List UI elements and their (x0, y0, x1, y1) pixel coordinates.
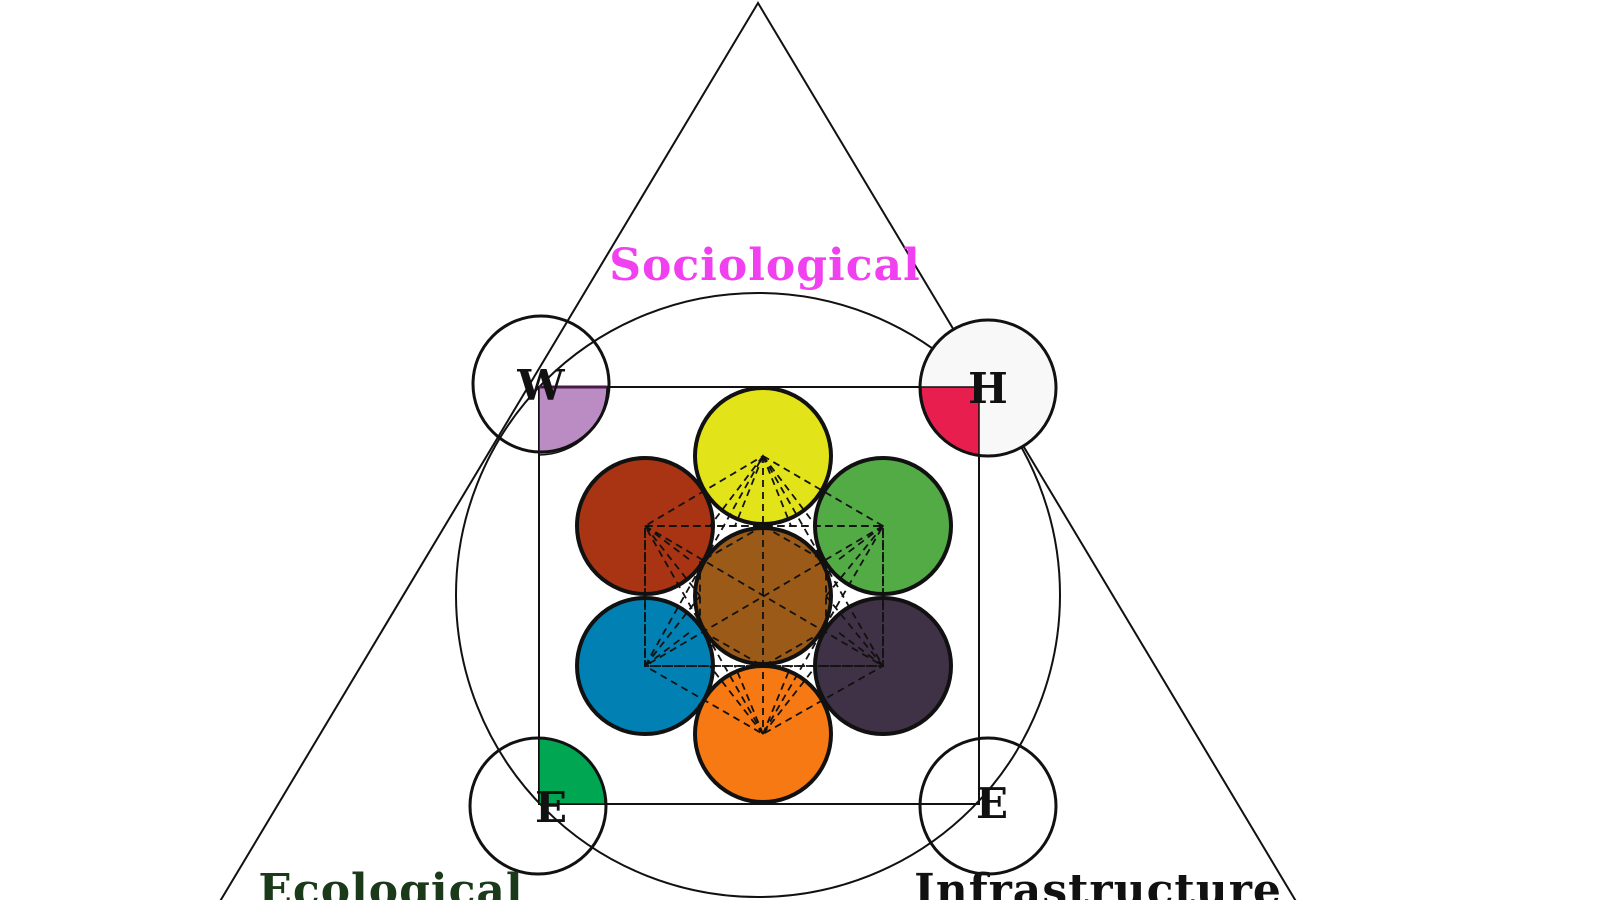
sociological-label: Sociological (609, 240, 921, 291)
dashed-geometry (643, 454, 885, 736)
bottom-right-corner-circle (918, 736, 1058, 876)
bottom-right-corner-letter: E (976, 779, 1008, 828)
top-left-corner-circle (471, 314, 611, 454)
outer-triangle (219, 1, 1297, 900)
bottom-left-corner-letter: E (535, 783, 567, 832)
outer-circle (455, 292, 1061, 898)
top-left-corner-letter: W (516, 361, 565, 410)
infrastructure-label: Infrastructure (914, 865, 1282, 900)
top-right-corner-circle (918, 318, 1058, 458)
top-right-corner-letter: H (968, 364, 1008, 413)
bottom-left-corner-circle (468, 736, 608, 876)
ecological-label: Ecological (258, 865, 523, 900)
